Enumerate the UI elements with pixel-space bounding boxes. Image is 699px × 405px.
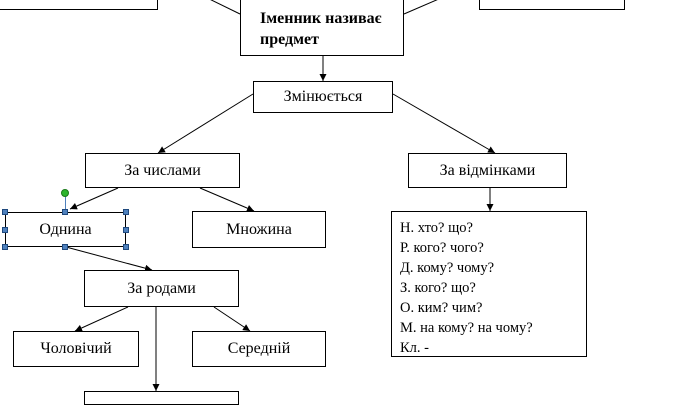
connector-root-top-left — [210, 0, 241, 15]
case-instrumental: О. ким? чим? — [400, 300, 483, 316]
root-node[interactable]: Іменник називає предмет — [240, 0, 404, 56]
changes-node[interactable]: Змінюється — [253, 81, 393, 113]
singular-node[interactable]: Однина — [5, 212, 126, 247]
by-genders-node[interactable]: За родами — [84, 270, 239, 307]
masculine-node-label: Чоловічий — [40, 340, 112, 357]
arrow-singular-genders — [65, 246, 153, 272]
top-left-box[interactable] — [0, 0, 158, 10]
arrow-numbers-plural — [199, 187, 255, 212]
arrow-changes-numbers — [157, 93, 254, 154]
singular-node-label: Однина — [39, 220, 92, 238]
rotation-handle-stem — [65, 196, 66, 212]
resize-handle-middle-left[interactable] — [2, 227, 8, 233]
by-cases-node[interactable]: За відмінками — [408, 153, 567, 188]
arrow-genders-masculine — [74, 306, 129, 332]
case-nominative: Н. хто? що? — [400, 220, 473, 236]
plural-node[interactable]: Множина — [192, 211, 326, 248]
case-dative: Д. кому? чому? — [400, 260, 495, 276]
plural-node-label: Множина — [226, 220, 292, 238]
bottom-box[interactable] — [84, 391, 239, 405]
resize-handle-top-middle[interactable] — [62, 209, 68, 215]
arrow-changes-cases — [392, 93, 496, 154]
case-vocative: Кл. - — [400, 340, 429, 356]
neuter-node-label: Середній — [227, 340, 291, 357]
rotation-handle[interactable] — [61, 189, 69, 197]
root-node-label: Іменник називає предмет — [260, 10, 382, 48]
cases-list-box[interactable]: Н. хто? що? Р. кого? чого? Д. кому? чому… — [391, 211, 587, 357]
by-numbers-node-label: За числами — [124, 161, 201, 179]
neuter-node[interactable]: Середній — [192, 331, 326, 367]
case-locative: М. на кому? на чому? — [400, 320, 533, 336]
by-genders-node-label: За родами — [127, 279, 196, 297]
connector-root-top-right — [403, 0, 438, 15]
case-genitive: Р. кого? чого? — [400, 240, 484, 256]
resize-handle-top-right[interactable] — [123, 209, 129, 215]
by-numbers-node[interactable]: За числами — [85, 153, 240, 188]
arrow-genders-neuter — [213, 306, 251, 332]
resize-handle-bottom-right[interactable] — [123, 244, 129, 250]
case-accusative: З. кого? що? — [400, 280, 476, 296]
arrow-numbers-singular — [69, 187, 119, 210]
by-cases-node-label: За відмінками — [439, 161, 536, 179]
masculine-node[interactable]: Чоловічий — [13, 331, 139, 367]
resize-handle-middle-right[interactable] — [123, 227, 129, 233]
top-right-box[interactable] — [479, 0, 625, 10]
changes-node-label: Змінюється — [283, 88, 363, 105]
resize-handle-bottom-left[interactable] — [2, 244, 8, 250]
resize-handle-bottom-middle[interactable] — [62, 244, 68, 250]
resize-handle-top-left[interactable] — [2, 209, 8, 215]
